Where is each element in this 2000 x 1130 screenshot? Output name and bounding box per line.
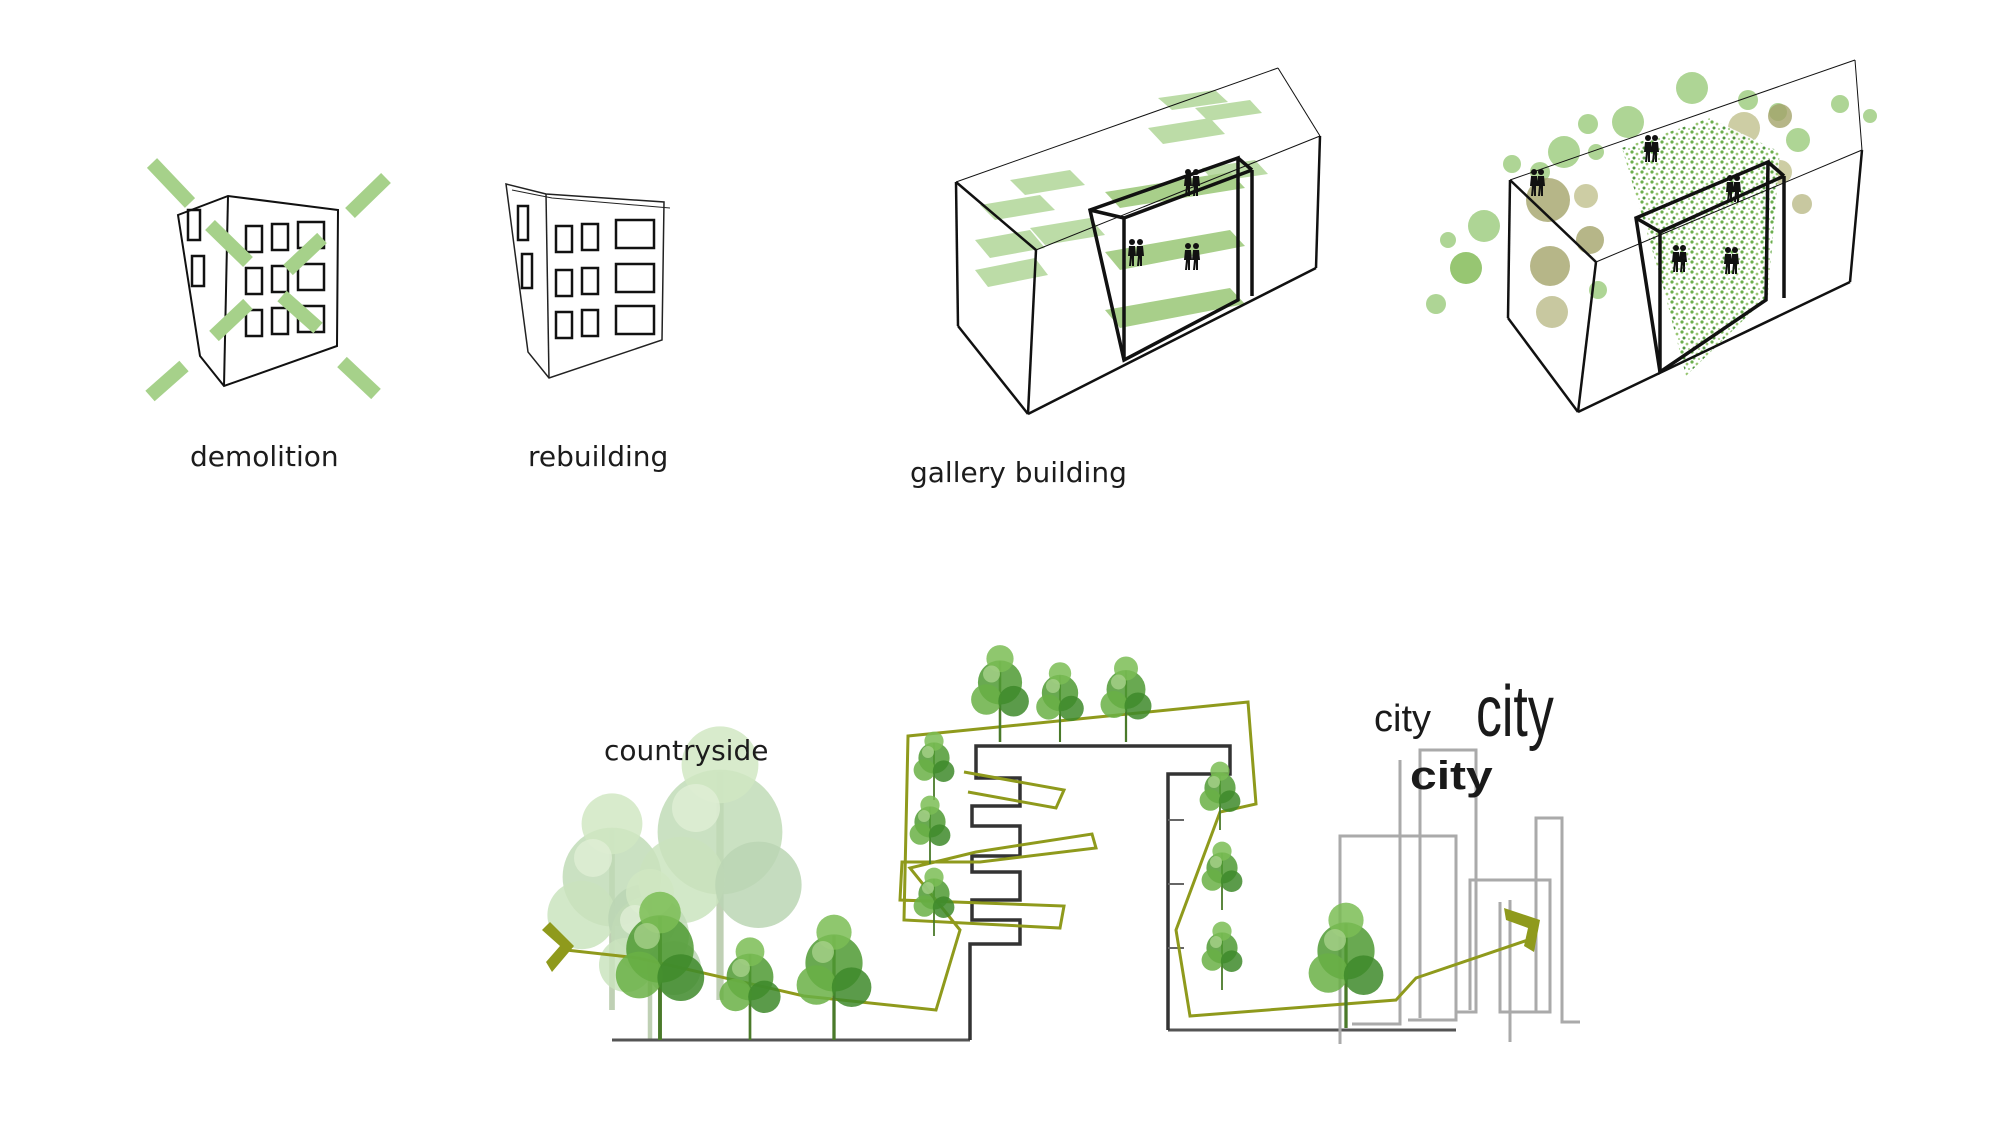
label-rebuilding: rebuilding [528,440,669,473]
label-demolition: demolition [190,440,339,473]
label-countryside: countryside [604,734,769,767]
demolition-building [176,194,340,388]
city-word-large: city [1476,672,1554,752]
city-word-wide: city [1410,754,1493,798]
city-word-small: city [1374,698,1431,740]
rebuilding-building [505,183,671,379]
section-building [968,744,1232,1040]
label-gallery-building: gallery building [910,456,1127,489]
demolition-cross-icon [145,158,391,402]
ground-lines [612,1028,1456,1042]
route-path [565,700,1529,1018]
gallery-building-box [954,67,1322,416]
arrow-icon [542,908,1540,972]
green-gallery-building [1426,59,1877,414]
